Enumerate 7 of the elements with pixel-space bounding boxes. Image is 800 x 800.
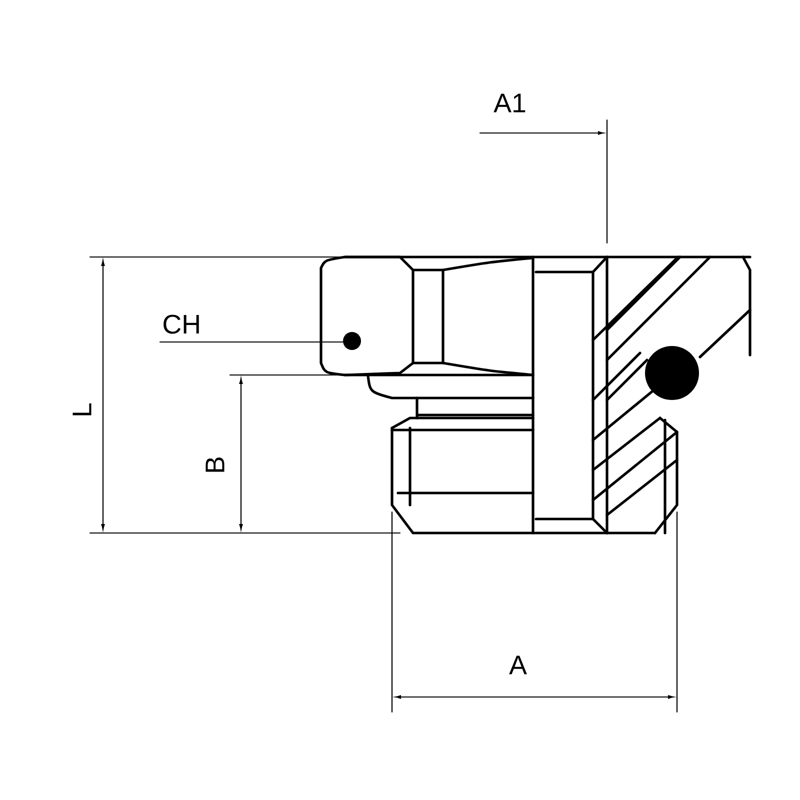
dimension-label: CH [164,314,199,334]
leader-line [159,341,344,343]
dimension-label: A [509,656,527,674]
dimension-label: L [72,403,92,416]
dimension-label: A1 [494,94,526,112]
marker-dot [343,332,361,350]
dimension-label: B [206,457,224,472]
